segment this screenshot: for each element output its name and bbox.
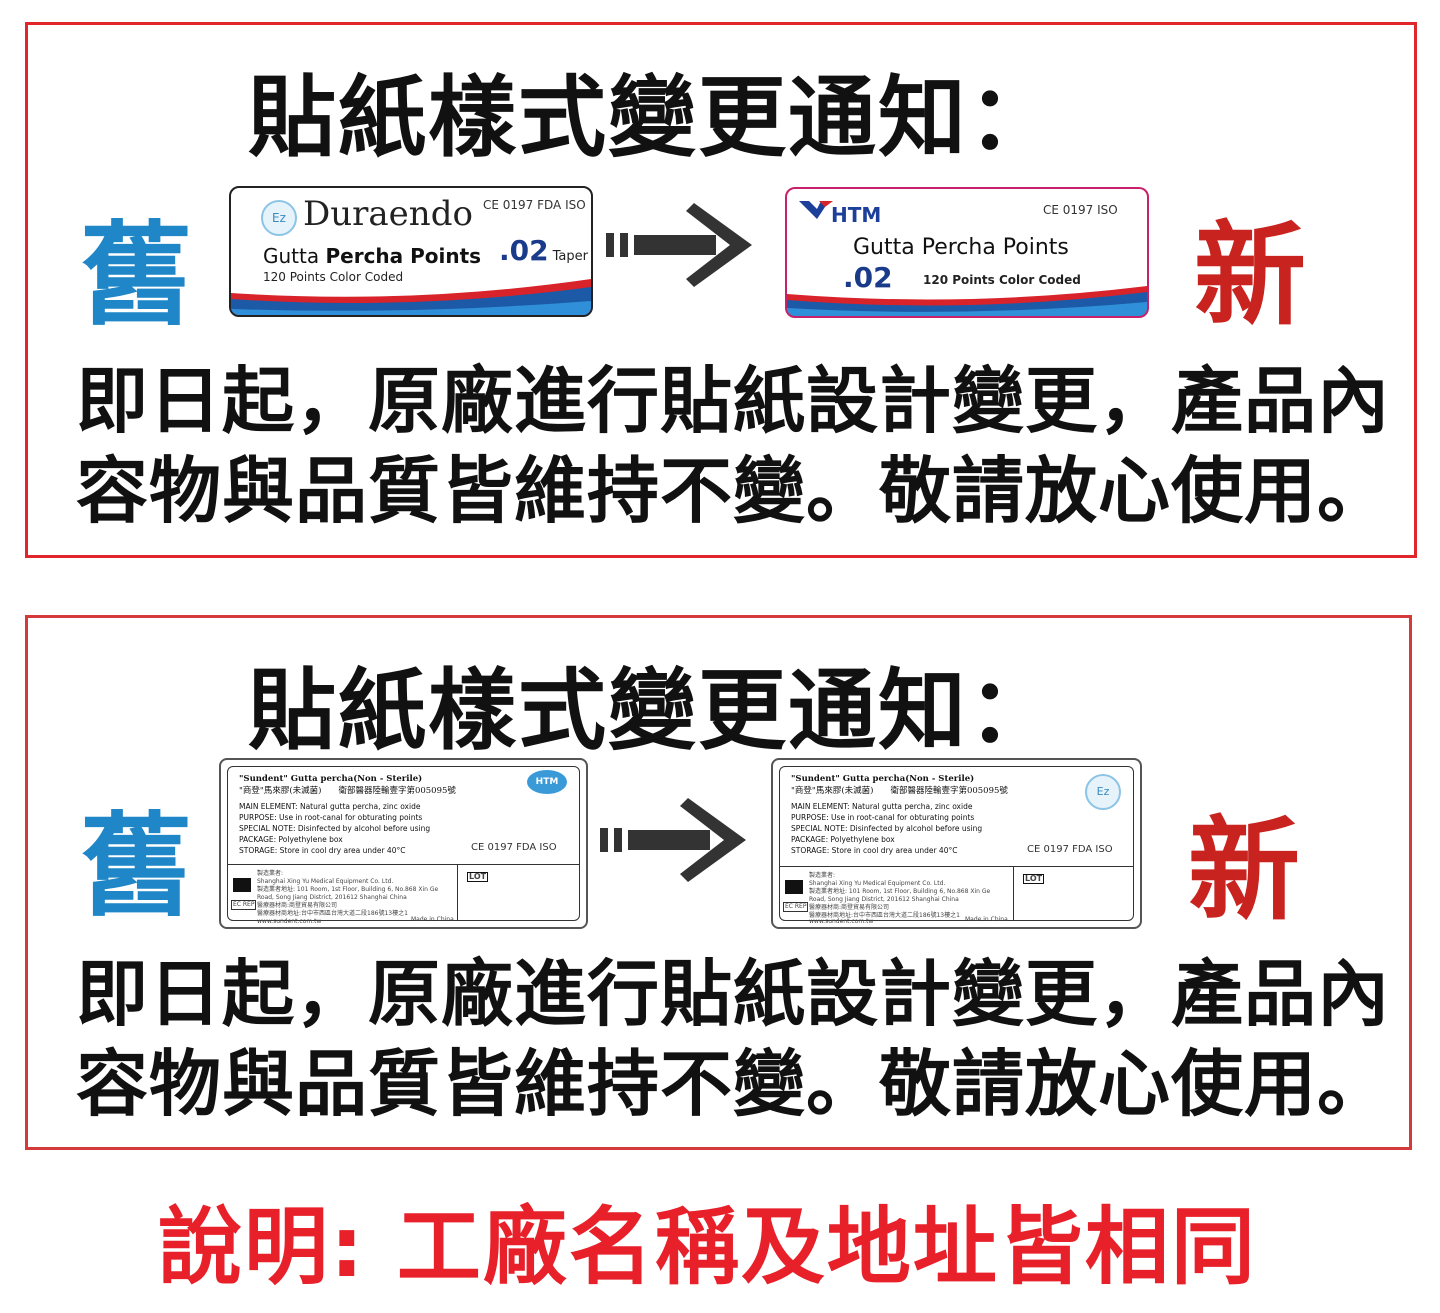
taper-value: .02 (843, 261, 893, 294)
sticker-line: "商登"馬來膠(未滅菌) 衛部醫器陸輸壹字第005095號 (239, 786, 456, 796)
body-line-1: 即日起，原廠進行貼紙設計變更，產品內 (76, 952, 1391, 1036)
taper-unit: Taper (552, 249, 588, 264)
cert-marks: CE 0197 ISO (1043, 203, 1118, 217)
sticker-line: PACKAGE: Polyethylene box (239, 835, 343, 844)
old-sticker: HTM "Sundent" Gutta percha(Non - Sterile… (219, 758, 588, 929)
product-name: Gutta Percha Points (853, 235, 1069, 260)
footer-note: 說明: 工廠名稱及地址皆相同 (158, 1198, 1257, 1296)
wave-stripe (787, 286, 1147, 316)
sticker-line: SPECIAL NOTE: Disinfected by alcohol bef… (791, 824, 983, 833)
notice-panel-2: 貼紙樣式變更通知： 舊 HTM "Sundent" Gutta percha(N… (25, 615, 1412, 1150)
notice-panel-1: 貼紙樣式變更通知： 舊 Ez Duraendo CE 0197 FDA ISO … (25, 22, 1417, 558)
sticker-line: PURPOSE: Use in root-canal for obturatin… (239, 813, 423, 822)
new-sticker: Ez "Sundent" Gutta percha(Non - Sterile)… (771, 758, 1142, 929)
old-sticker: Ez Duraendo CE 0197 FDA ISO Gutta Percha… (229, 186, 593, 317)
body-line-2: 容物與品質皆維持不變。敬請放心使用。 (76, 449, 1391, 533)
lot-icon: LOT (467, 872, 489, 882)
factory-icon (785, 880, 803, 894)
notice-title: 貼紙樣式變更通知： (248, 659, 1059, 762)
arrow-right-icon (606, 203, 752, 287)
maker-line: Made in China (411, 916, 454, 923)
body-line-2: 容物與品質皆維持不變。敬請放心使用。 (76, 1042, 1391, 1126)
maker-line: 製造業者地址: 101 Room, 1st Floor, Building 6,… (809, 888, 991, 895)
factory-icon (233, 878, 251, 892)
sticker-line: MAIN ELEMENT: Natural gutta percha, zinc… (791, 802, 973, 811)
lot-icon: LOT (1023, 874, 1045, 884)
sticker-line: STORAGE: Store in cool dry area under 40… (791, 846, 958, 855)
body-line-1: 即日起，原廠進行貼紙設計變更，產品內 (76, 359, 1391, 443)
sticker-line: "Sundent" Gutta percha(Non - Sterile) (239, 774, 423, 784)
htm-logo-icon (799, 201, 833, 219)
ec-rep-icon: EC REP (783, 902, 809, 912)
product-name-bold: Percha Points (325, 244, 482, 268)
sticker-line: SPECIAL NOTE: Disinfected by alcohol bef… (239, 824, 431, 833)
sticker-line: "Sundent" Gutta percha(Non - Sterile) (791, 774, 975, 784)
cert-marks: CE 0197 FDA ISO (1027, 844, 1113, 855)
new-label: 新 (1188, 806, 1300, 936)
sticker-line: PACKAGE: Polyethylene box (791, 835, 895, 844)
maker-line: Shanghai Xing Yu Medical Equipment Co. L… (809, 880, 946, 887)
maker-line: 醫療器材商地址:台中市西區台灣大道二段186號13樓之1 (809, 912, 960, 919)
taper-value: .02 (499, 234, 549, 267)
arrow-right-icon (600, 798, 746, 882)
new-sticker: HTM CE 0197 ISO Gutta Percha Points .02 … (785, 187, 1149, 318)
old-label: 舊 (80, 802, 192, 932)
sticker-line: PURPOSE: Use in root-canal for obturatin… (791, 813, 975, 822)
maker-line: 製造業者: (809, 872, 836, 879)
ec-rep-icon: EC REP (231, 900, 257, 910)
maker-line: Made in China (965, 916, 1008, 923)
new-label: 新 (1194, 211, 1306, 341)
cert-marks: CE 0197 FDA ISO (483, 198, 586, 212)
sticker-line: "商登"馬來膠(未滅菌) 衛部醫器陸輸壹字第005095號 (791, 786, 1008, 796)
maker-line: 製造業者: (257, 870, 284, 877)
maker-line: Road, Song Jiang District, 201612 Shangh… (257, 894, 407, 901)
maker-line: www.sundent.com.tw (257, 918, 322, 925)
cert-marks: CE 0197 FDA ISO (471, 842, 557, 853)
maker-line: 醫療器材商地址:台中市西區台灣大道二段186號13樓之1 (257, 910, 408, 917)
maker-line: 製造業者地址: 101 Room, 1st Floor, Building 6,… (257, 886, 439, 893)
product-name: Gutta (263, 244, 326, 268)
ez-logo-icon: Ez (1085, 774, 1121, 810)
htm-logo-icon: HTM (527, 770, 567, 794)
sticker-line: MAIN ELEMENT: Natural gutta percha, zinc… (239, 802, 421, 811)
notice-title: 貼紙樣式變更通知： (248, 66, 1059, 169)
ez-logo-icon: Ez (261, 200, 297, 236)
maker-line: 醫療器材商:商登貿易有限公司 (809, 904, 890, 911)
brand-name: Duraendo (303, 194, 473, 234)
maker-line: www.sundent.com.tw (809, 918, 874, 925)
sticker-line: STORAGE: Store in cool dry area under 40… (239, 846, 406, 855)
maker-line: 醫療器材商:商登貿易有限公司 (257, 902, 338, 909)
point-count: 120 Points Color Coded (923, 273, 1081, 287)
old-label: 舊 (80, 211, 192, 341)
brand-name: HTM (831, 203, 882, 227)
maker-line: Road, Song Jiang District, 201612 Shangh… (809, 896, 959, 903)
point-count: 120 Points Color Coded (263, 270, 404, 284)
wave-stripe (231, 279, 591, 315)
maker-line: Shanghai Xing Yu Medical Equipment Co. L… (257, 878, 394, 885)
